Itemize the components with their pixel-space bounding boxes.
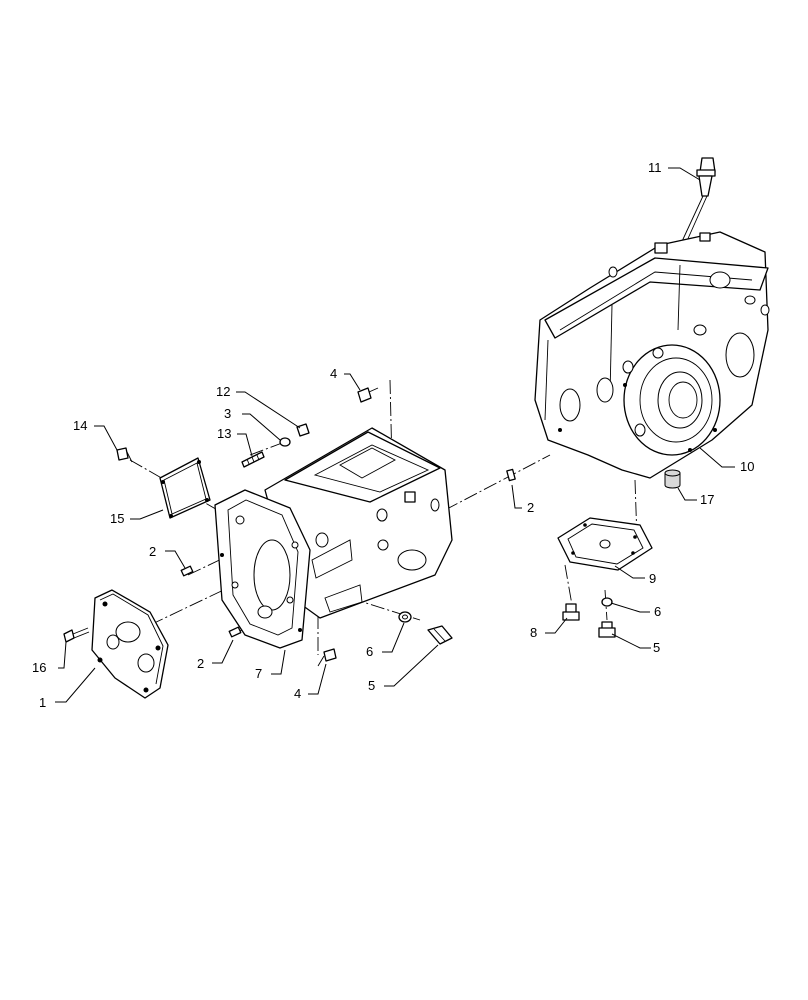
part-3-washer <box>279 437 291 447</box>
callout-3: 3 <box>224 406 231 421</box>
callout-labels: 1 2 2 2 3 4 4 5 5 6 6 7 8 9 10 11 12 13 … <box>32 160 754 710</box>
part-13-stud <box>241 451 265 468</box>
callout-4-top: 4 <box>330 366 337 381</box>
callout-6-left: 6 <box>366 644 373 659</box>
part-5-drain-plug-right <box>598 621 616 638</box>
callout-6-right: 6 <box>654 604 661 619</box>
part-1-front-cover-plate <box>91 589 169 699</box>
part-2-dowel-pins <box>180 468 516 638</box>
part-12-nut <box>296 423 310 437</box>
callout-12: 12 <box>216 384 230 399</box>
callout-7: 7 <box>255 666 262 681</box>
part-16-bolt <box>63 627 90 643</box>
callout-17: 17 <box>700 492 714 507</box>
callout-16: 16 <box>32 660 46 675</box>
part-6-sealing-washer-left <box>398 611 412 623</box>
callout-2-left: 2 <box>149 544 156 559</box>
callout-5-left: 5 <box>368 678 375 693</box>
callout-9: 9 <box>649 571 656 586</box>
callout-10: 10 <box>740 459 754 474</box>
part-10-rear-axle-housing <box>534 231 770 479</box>
callout-14: 14 <box>73 418 87 433</box>
part-17-plug <box>664 469 681 489</box>
callout-11: 11 <box>648 160 662 175</box>
callout-13: 13 <box>217 426 231 441</box>
part-8-bolt <box>562 603 580 621</box>
leader-lines <box>55 167 735 703</box>
callout-8: 8 <box>530 625 537 640</box>
part-5-drain-plug-left <box>427 625 453 645</box>
part-6-sealing-washer-right <box>601 597 613 607</box>
callout-5-right: 5 <box>653 640 660 655</box>
callout-15: 15 <box>110 511 124 526</box>
part-9-cover-plate <box>557 517 653 571</box>
callout-1: 1 <box>39 695 46 710</box>
callout-2-right: 2 <box>527 500 534 515</box>
callout-4-bottom: 4 <box>294 686 301 701</box>
part-7-transmission-housing <box>214 427 453 649</box>
callout-2-lower: 2 <box>197 656 204 671</box>
part-4-bolts <box>317 387 379 667</box>
part-15-inspection-cover <box>159 457 211 519</box>
part-14-bolt <box>116 447 133 463</box>
